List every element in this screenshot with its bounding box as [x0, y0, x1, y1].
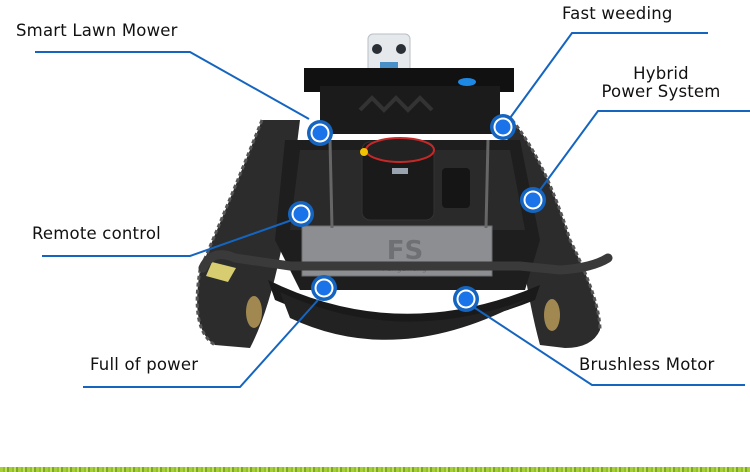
label-hybrid-line1: Hybrid [633, 64, 689, 83]
marker-hybrid-power-system[interactable] [520, 187, 546, 213]
leader-line-brushless-motor [471, 305, 745, 386]
label-remote-control: Remote control [32, 224, 161, 243]
remote-controller-image [367, 33, 411, 75]
leader-line-remote-control [42, 219, 293, 257]
leader-line-hybrid-power-system [539, 110, 750, 191]
leader-line-smart-lawn-mower [35, 51, 310, 120]
leader-line-full-of-power [83, 299, 319, 388]
logo-mark: FS [387, 236, 424, 266]
engine-image [360, 137, 470, 221]
feature-markers [288, 114, 546, 312]
leader-lines [35, 32, 750, 388]
leader-line-fast-weeding [509, 32, 708, 119]
label-fast-weeding: Fast weeding [562, 4, 673, 23]
marker-remote-control[interactable] [288, 201, 314, 227]
marker-smart-lawn-mower[interactable] [307, 120, 333, 146]
grass-strip [0, 467, 750, 472]
label-smart-lawn-mower: Smart Lawn Mower [16, 21, 178, 40]
label-hybrid-line2: Power System [601, 82, 721, 102]
label-hybrid-power-system: Hybrid Power System [588, 64, 734, 102]
marker-full-of-power[interactable] [311, 275, 337, 301]
marker-brushless-motor[interactable] [453, 286, 479, 312]
label-brushless-motor: Brushless Motor [579, 355, 715, 374]
marker-fast-weeding[interactable] [490, 114, 516, 140]
label-full-of-power: Full of power [90, 355, 199, 374]
